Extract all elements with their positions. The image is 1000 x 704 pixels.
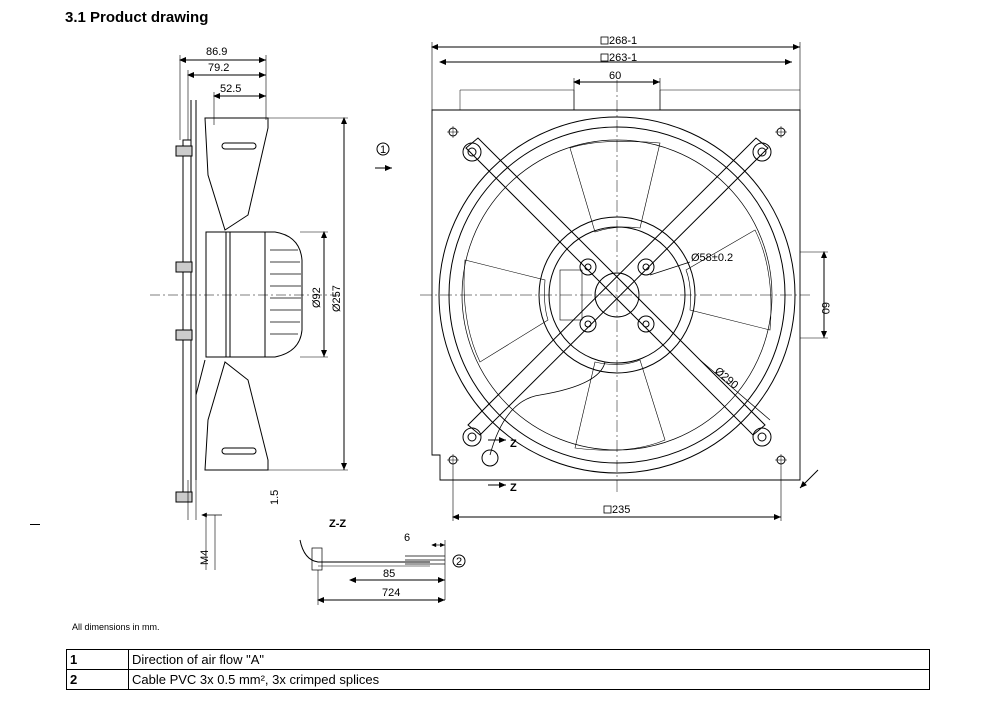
section-marker-bottom: Z: [510, 482, 517, 494]
product-drawing: 86.9 79.2 52.5 Ø92 Ø257 1.5 M4 1: [150, 35, 831, 605]
legend-text: Direction of air flow "A": [128, 649, 930, 670]
dim-235: 235: [612, 504, 630, 516]
legend-text: Cable PVC 3x 0.5 mm², 3x crimped splices: [128, 669, 930, 690]
section-title: 3.1 Product drawing: [65, 9, 209, 26]
legend-number: 2: [66, 669, 129, 690]
airflow-callout-number: 1: [380, 144, 386, 156]
section-title: Z-Z: [329, 518, 346, 530]
dim-263: 263-1: [609, 52, 637, 64]
margin-mark: [30, 524, 40, 525]
legend-number: 1: [66, 649, 129, 670]
dim-86-9: 86.9: [206, 46, 227, 58]
dim-85: 85: [383, 568, 395, 580]
front-view: [420, 42, 828, 521]
side-view: [150, 55, 348, 570]
legend-table: 1 Direction of air flow "A" 2 Cable PVC …: [66, 649, 930, 690]
dim-60-right: 60: [819, 302, 831, 314]
section-view: [299, 539, 466, 605]
airflow-callout: [375, 142, 392, 171]
dim-52-5: 52.5: [220, 83, 241, 95]
legend-row: 2 Cable PVC 3x 0.5 mm², 3x crimped splic…: [66, 669, 930, 690]
legend-row: 1 Direction of air flow "A": [66, 649, 930, 670]
dim-60-top: 60: [609, 70, 621, 82]
front-view-labels: 268-1 263-1 60 60 Ø58±0.2 Ø290 235 Z Z: [510, 35, 831, 516]
dim-79-2: 79.2: [208, 62, 229, 74]
dim-6: 6: [404, 532, 410, 544]
dim-d58: Ø58±0.2: [691, 252, 733, 264]
dimensions-note: All dimensions in mm.: [72, 622, 160, 632]
dim-724: 724: [382, 587, 400, 599]
dim-1-5: 1.5: [269, 490, 281, 505]
section-view-labels: Z-Z 6 85 724 2: [329, 518, 462, 599]
dim-d290: Ø290: [712, 365, 740, 391]
dim-m4: M4: [199, 550, 211, 565]
section-marker-top: Z: [510, 438, 517, 450]
cable-callout-number: 2: [456, 556, 462, 568]
dim-d92: Ø92: [311, 287, 323, 308]
dim-268: 268-1: [609, 35, 637, 47]
side-view-labels: 86.9 79.2 52.5 Ø92 Ø257 1.5 M4: [199, 46, 343, 565]
dim-d257: Ø257: [331, 285, 343, 312]
